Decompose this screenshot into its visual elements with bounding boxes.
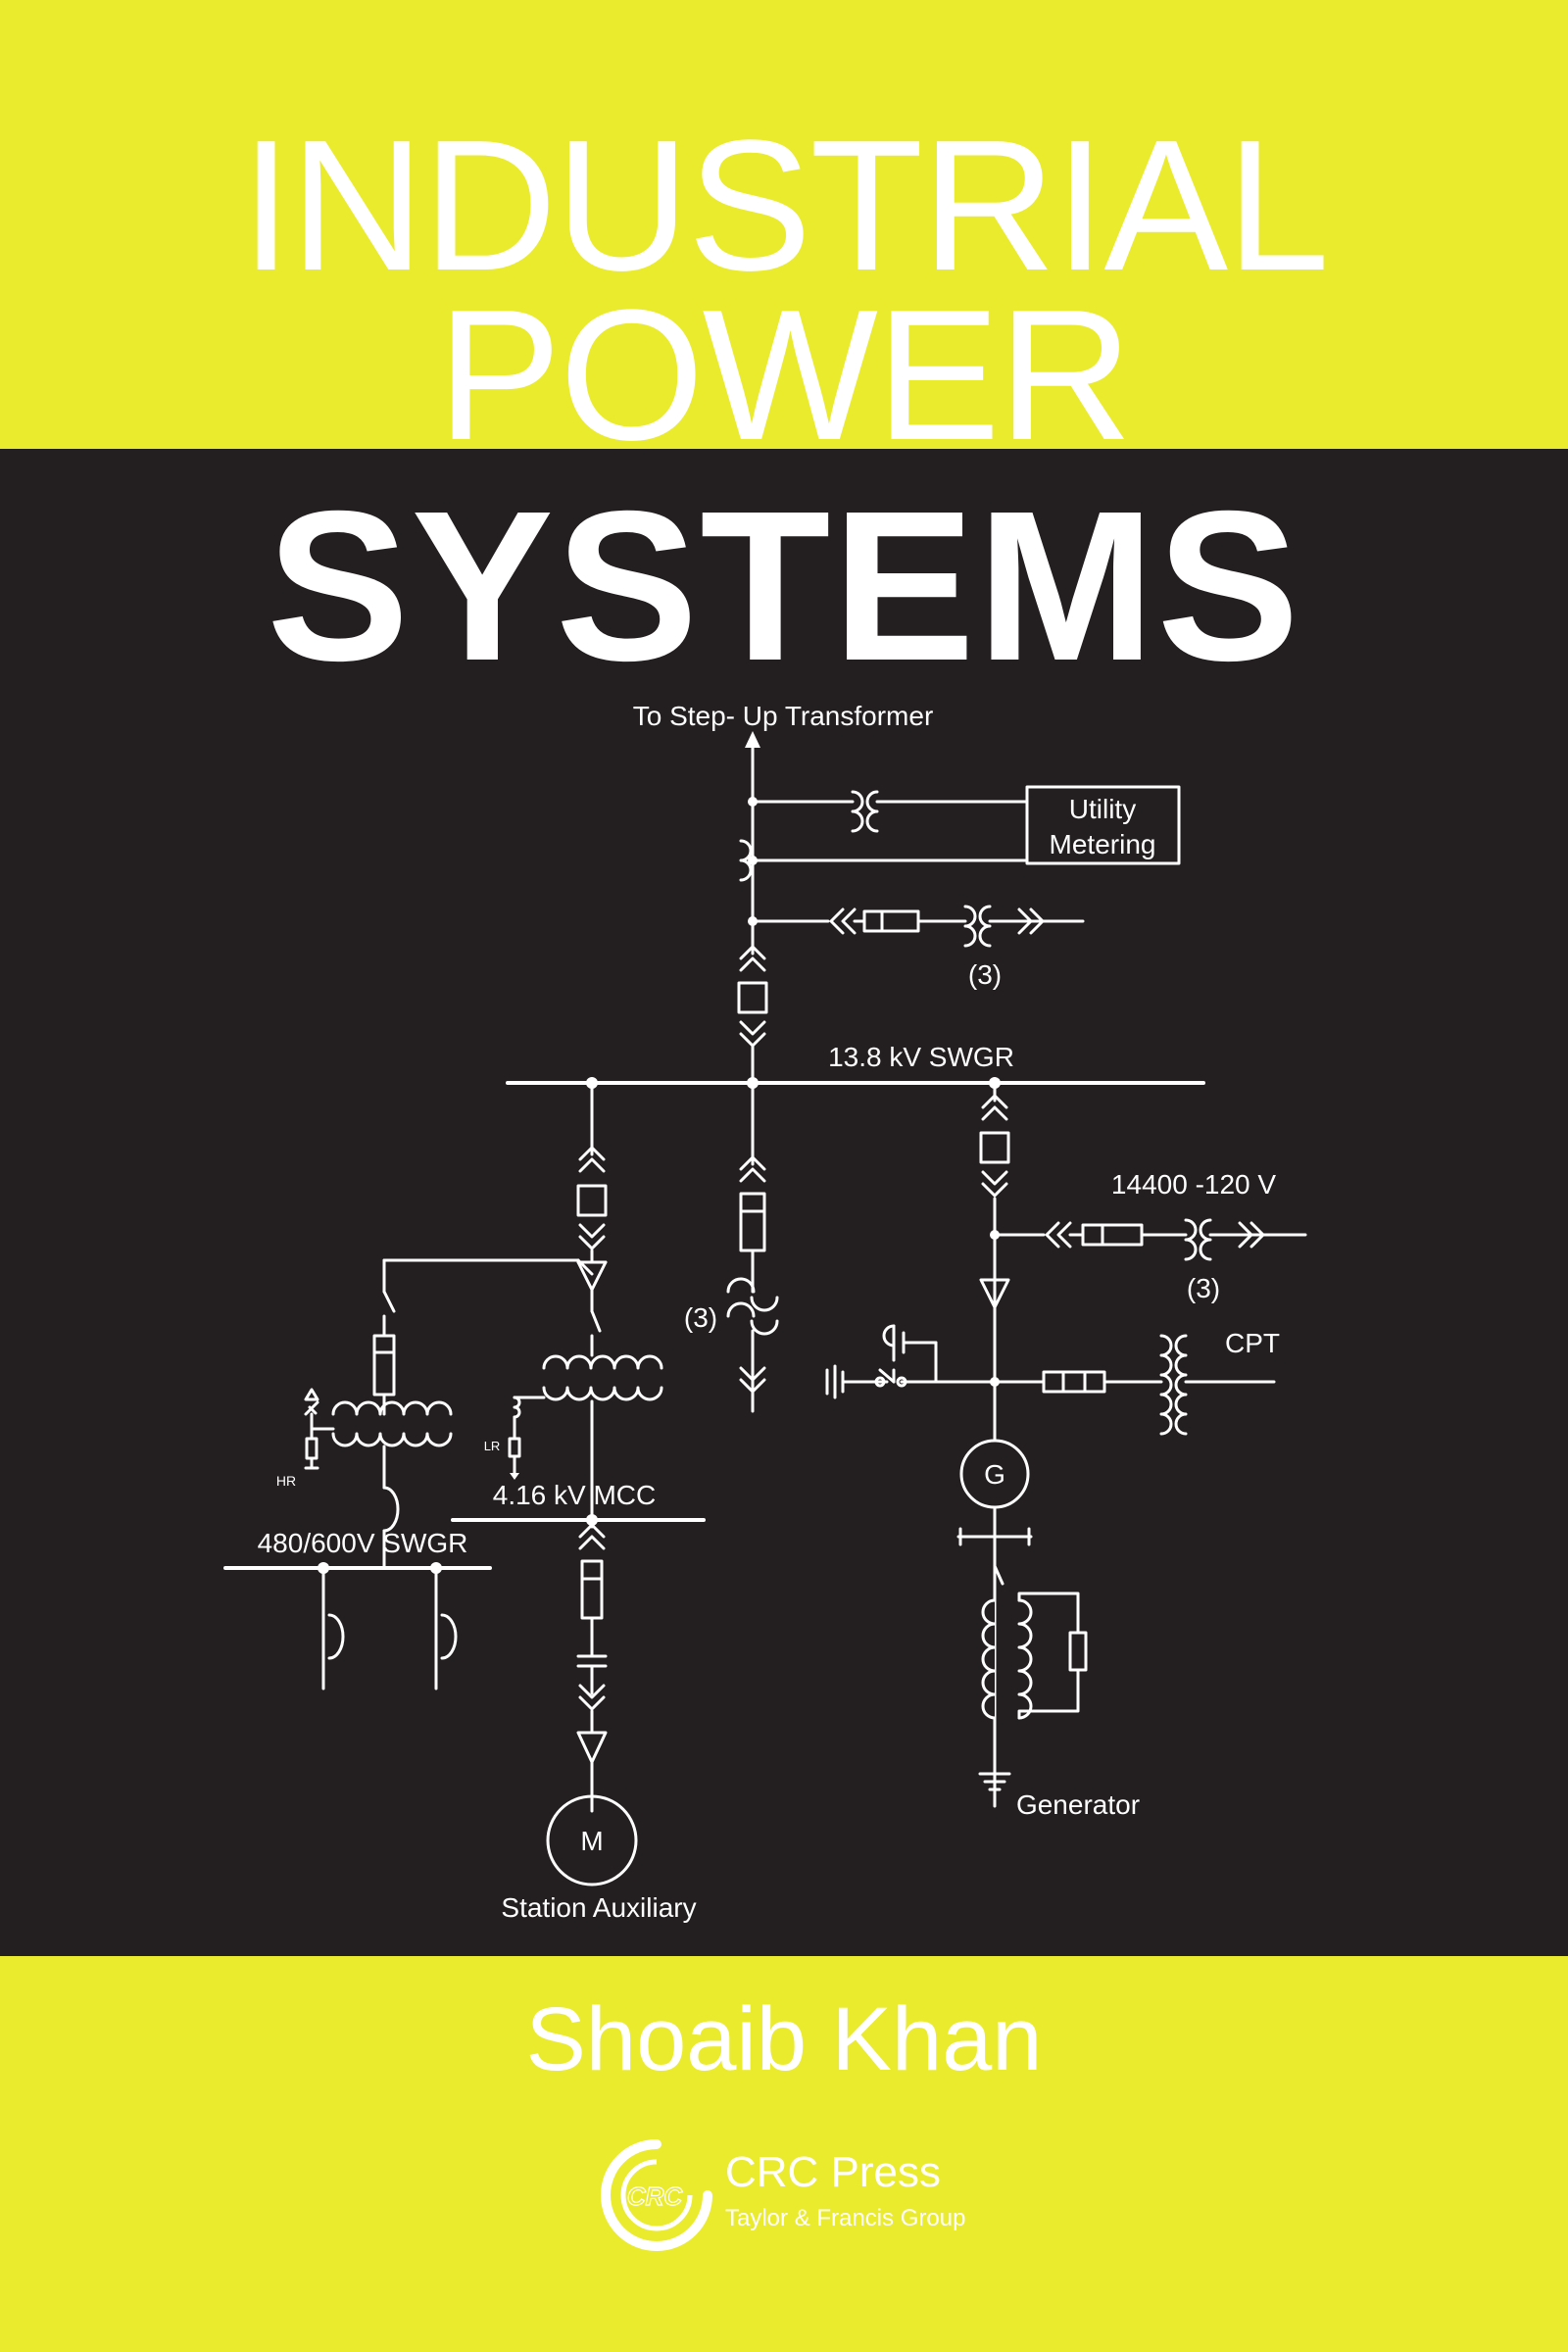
utility-label-1: Utility [1069,794,1136,824]
author-name: Shoaib Khan [525,1989,1043,2089]
publisher-name: CRC Press [725,2148,942,2196]
hr-label: HR [276,1473,296,1489]
bus-138-label: 13.8 kV SWGR [828,1042,1014,1072]
mcc-label: 4.16 kV MCC [493,1480,657,1510]
black-band [0,449,1568,1956]
pt-ratio-label: 14400 -120 V [1111,1169,1276,1200]
utility-metering-box [1025,785,1181,865]
title-line-systems: SYSTEMS [267,467,1301,706]
station-aux-label: Station Auxiliary [501,1892,696,1923]
ct-count-left: (3) [684,1302,717,1333]
publisher-group: Taylor & Francis Group [725,2205,966,2231]
one-line-diagram: Utility Metering (3) 13.8 kV SWGR [223,701,1307,1923]
crc-logo-text: CRC [627,2181,684,2211]
utility-label-2: Metering [1050,829,1156,859]
step-up-label: To Step- Up Transformer [633,701,934,731]
lr-label: LR [484,1439,501,1453]
lv-swgr-label: 480/600V SWGR [258,1528,468,1558]
pt-count-right: (3) [1187,1273,1220,1303]
generator-label: Generator [1016,1789,1140,1820]
generator-symbol [959,1439,1030,1509]
motor-m: M [580,1826,603,1856]
pt-count-top: (3) [968,959,1002,990]
cpt-label: CPT [1225,1328,1280,1358]
crc-press-logo: CRC [601,2139,712,2251]
title-line-industrial: INDUSTRIAL [240,102,1330,310]
motor-symbol [546,1794,638,1886]
title-line-power: POWER [437,271,1133,479]
publisher-block: CRC CRC Press Taylor & Francis Group [598,2136,1009,2254]
generator-g: G [984,1459,1005,1490]
